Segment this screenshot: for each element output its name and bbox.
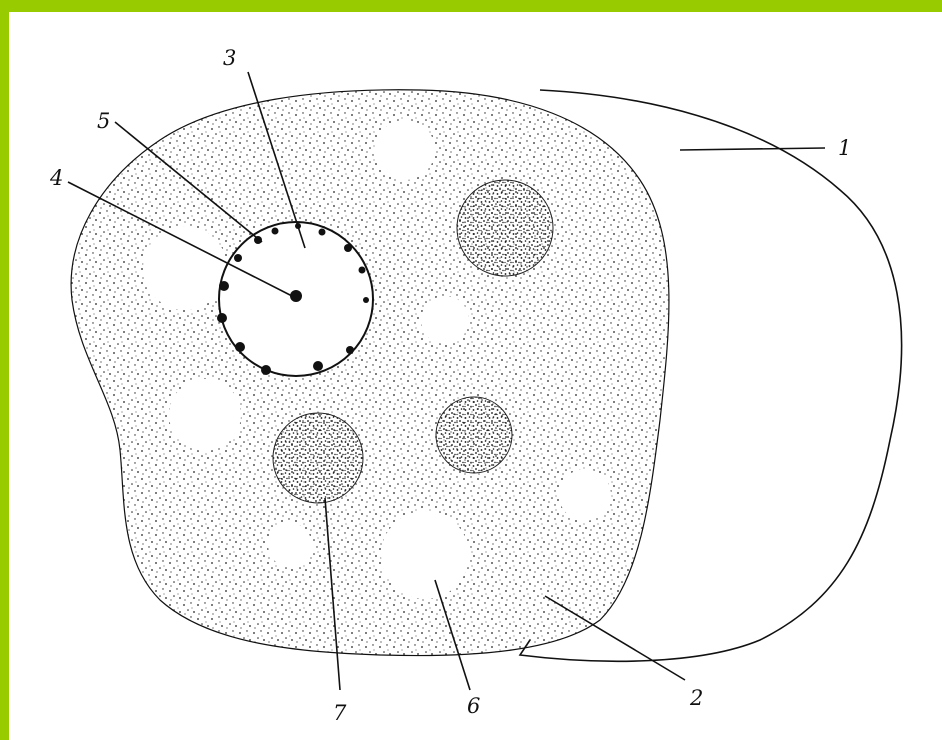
vacuole xyxy=(169,379,241,451)
label-6: 6 xyxy=(467,694,480,718)
vacuole xyxy=(268,523,312,567)
nucleus xyxy=(217,222,373,376)
vacuole xyxy=(421,296,469,344)
label-3: 3 xyxy=(223,46,236,70)
cytoplasm xyxy=(71,90,669,656)
label-2: 2 xyxy=(689,686,703,710)
label-4: 4 xyxy=(49,166,63,190)
dense-body xyxy=(457,180,553,276)
dense-body-7 xyxy=(273,413,363,503)
vacuole xyxy=(559,469,611,521)
label-1: 1 xyxy=(838,136,851,160)
vacuole xyxy=(375,120,435,180)
dense-body xyxy=(436,397,512,473)
label-5: 5 xyxy=(97,109,110,133)
label-7: 7 xyxy=(333,701,347,725)
vacuole xyxy=(143,226,227,310)
vacuole-6 xyxy=(381,511,469,599)
